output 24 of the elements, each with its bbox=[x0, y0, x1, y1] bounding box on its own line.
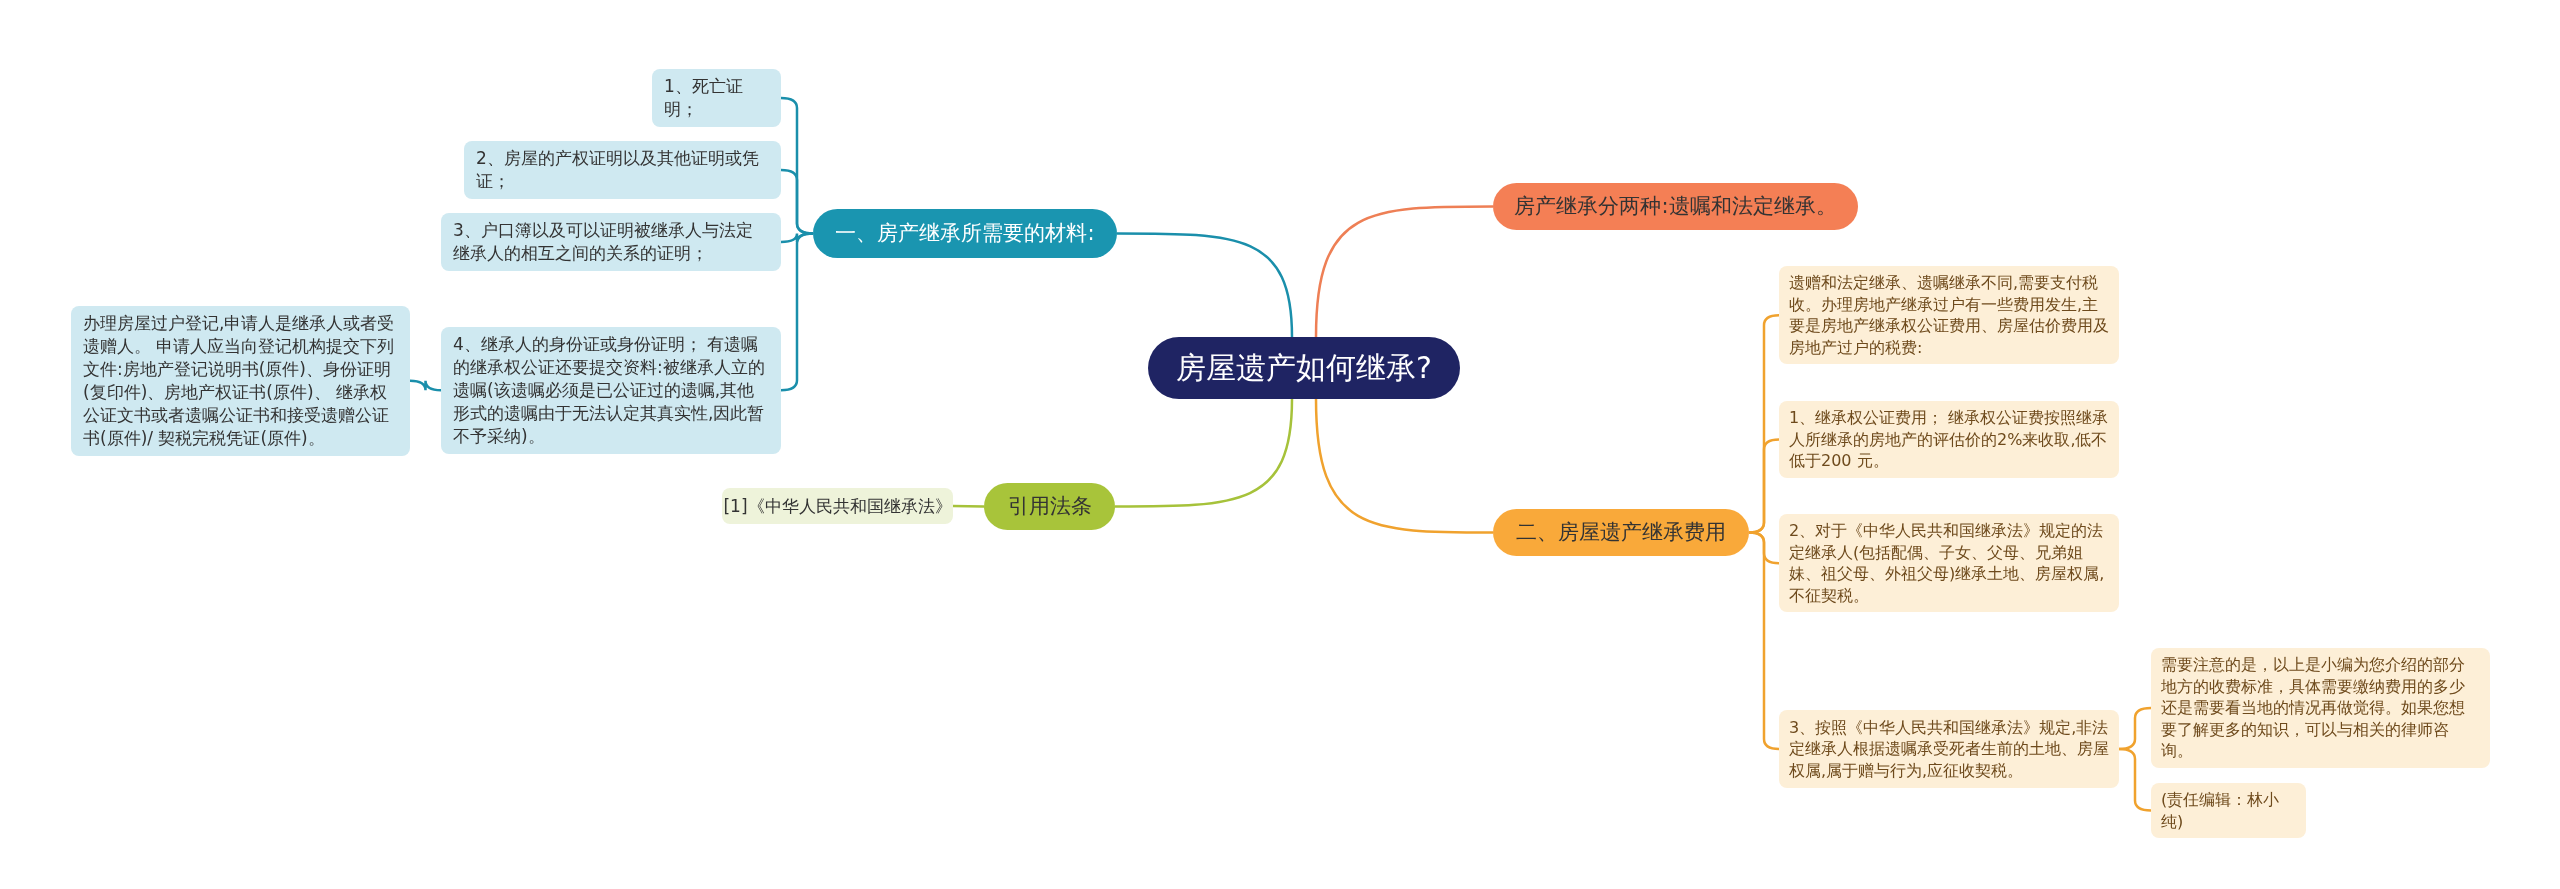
branch-topic: 引用法条 bbox=[984, 483, 1115, 530]
subtopic-box: 4、继承人的身份证或身份证明； 有遗嘱的继承权公证还要提交资料:被继承人立的遗嘱(该遗嘱必须是已公证过的遗嘱,其他形式的遗嘱由于无法认定其真实性,因此暂不予采纳)。 bbox=[441, 327, 781, 454]
connector-line bbox=[1117, 232, 1294, 338]
subtopic-box: 1、继承权公证费用； 继承权公证费按照继承人所继承的房地产的评估价的2%来收取,低不低于200 元。 bbox=[1779, 401, 2119, 478]
subtopic-box: 遗赠和法定继承、遗嘱继承不同,需要支付税收。办理房地产继承过户有一些费用发生,主要是房地产继承权公证费用、房屋估价费用及房地产过户的税费: bbox=[1779, 266, 2119, 365]
branch-topic: 一、房产继承所需要的材料: bbox=[813, 209, 1117, 258]
subtopic-box: 需要注意的是，以上是小编为您介绍的部分地方的收费标准，具体需要缴纳费用的多少还是需要看当地的情况再做觉得。如果您想要了解更多的知识，可以与相关的律师咨询。 bbox=[2151, 648, 2490, 768]
subtopic-box: 2、对于《中华人民共和国继承法》规定的法定继承人(包括配偶、子女、父母、兄弟姐妹、祖父母、外祖父母)继承土地、房屋权属,不征契税。 bbox=[1779, 514, 2119, 613]
branch-topic: 房产继承分两种:遗嘱和法定继承。 bbox=[1493, 183, 1858, 230]
connector-line bbox=[409, 379, 442, 392]
central-topic: 房屋遗产如何继承? bbox=[1148, 337, 1460, 399]
subtopic-box: (责任编辑：林小纯) bbox=[2151, 783, 2306, 839]
connector-line bbox=[952, 504, 985, 508]
subtopic-box: [1]《中华人民共和国继承法》 bbox=[722, 488, 953, 524]
subtopic-box: 3、按照《中华人民共和国继承法》规定,非法定继承人根据遗嘱承受死者生前的土地、房屋权属,属于赠与行为,应征收契税。 bbox=[1779, 710, 2119, 788]
subtopic-box: 3、户口簿以及可以证明被继承人与法定继承人的相互之间的关系的证明； bbox=[441, 213, 781, 271]
branch-topic: 二、房屋遗产继承费用 bbox=[1493, 509, 1749, 556]
connector-line bbox=[1314, 398, 1493, 534]
connector-line bbox=[1314, 205, 1493, 338]
connector-line bbox=[2118, 747, 2152, 812]
connector-line bbox=[1115, 398, 1294, 508]
subtopic-box: 2、房屋的产权证明以及其他证明或凭证； bbox=[464, 141, 781, 199]
subtopic-box: 1、死亡证明； bbox=[652, 69, 781, 127]
subtopic-box: 办理房屋过户登记,申请人是继承人或者受遗赠人。 申请人应当向登记机构提交下列文件:房地产登记说明书(原件)、身份证明(复印件)、房地产权证书(原件)、 继承权公证文书或者遗嘱公证书和接受遗赠公证书(原件)/ 契税完税凭证(原件)。 bbox=[71, 306, 410, 456]
